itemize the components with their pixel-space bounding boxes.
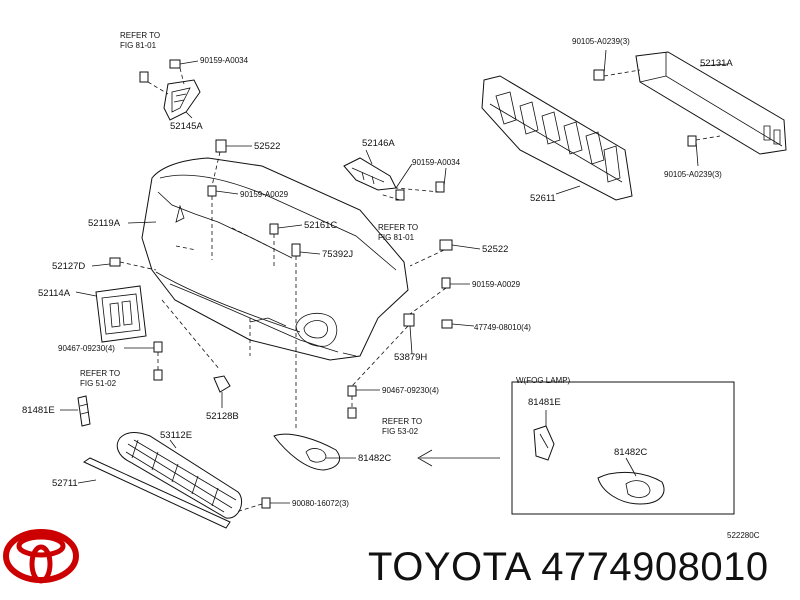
label-refer-fig-81-01-b-line1: REFER TO xyxy=(378,223,418,232)
fog-lamp-81481e xyxy=(77,395,91,427)
label-52522-a: 52522 xyxy=(254,141,280,152)
reinforcement-52131a xyxy=(635,51,787,155)
label-52114a: 52114A xyxy=(38,288,71,299)
label-refer-fig-53-02-line1: REFER TO xyxy=(382,417,422,426)
label-inset-81481e: 81481E xyxy=(528,397,561,408)
leader-lines xyxy=(60,49,729,504)
fog-cover-81482c xyxy=(273,433,340,471)
label-53112e: 53112E xyxy=(160,430,192,441)
fastener-clips xyxy=(109,59,697,509)
label-52145a: 52145A xyxy=(170,121,203,132)
label-52119a: 52119A xyxy=(88,218,121,229)
label-90080-16072: 90080-16072(3) xyxy=(292,499,349,508)
label-52146a: 52146A xyxy=(362,138,395,149)
grille-53112e xyxy=(116,432,242,519)
label-90105-a0239-b: 90105-A0239(3) xyxy=(664,170,722,179)
bumper-cover-52119a xyxy=(141,157,409,361)
toyota-logo xyxy=(3,529,79,584)
energy-absorber-52611 xyxy=(481,75,633,201)
side-bracket-52146a xyxy=(343,157,397,191)
moulding-52711 xyxy=(82,457,231,529)
label-90467-09230-b: 90467-09230(4) xyxy=(382,386,439,395)
label-90159-a0029-b: 90159-A0029 xyxy=(472,280,521,289)
label-75392j: 75392J xyxy=(322,249,353,260)
label-81481e-a: 81481E xyxy=(22,405,55,416)
label-refer-fig-81-01-b-line2: FIG 81-01 xyxy=(378,233,415,242)
license-bracket-52114a xyxy=(95,285,147,343)
brand-part-number-line: TOYOTA 4774908010 xyxy=(368,545,798,595)
label-52711: 52711 xyxy=(52,478,78,489)
label-inset-81482c: 81482C xyxy=(614,447,647,458)
label-52161c: 52161C xyxy=(304,220,337,231)
side-bracket-52145a xyxy=(163,79,201,121)
label-90159-a0029-a: 90159-A0029 xyxy=(240,190,289,199)
label-refer-fig-81-01-a-line2: FIG 81-01 xyxy=(120,41,157,50)
diagram-reference-code: 522280C xyxy=(727,531,760,540)
inset-title: W(FOG LAMP) xyxy=(516,376,571,385)
inset-arrow xyxy=(417,449,500,467)
fog-lamp-inset xyxy=(511,381,735,515)
label-52131a: 52131A xyxy=(700,58,733,69)
label-52128b: 52128B xyxy=(206,411,239,422)
label-90159-a0034-b: 90159-A0034 xyxy=(412,158,461,167)
callout-labels: REFER TO FIG 81-01 90159-A0034 52145A 52… xyxy=(22,31,733,508)
label-refer-fig-81-01-a-line1: REFER TO xyxy=(120,31,160,40)
label-53879h: 53879H xyxy=(394,352,427,363)
label-refer-fig-53-02-line2: FIG 53-02 xyxy=(382,427,419,436)
label-refer-fig-51-02-line2: FIG 51-02 xyxy=(80,379,117,388)
label-90467-09230-a: 90467-09230(4) xyxy=(58,344,115,353)
label-52611: 52611 xyxy=(530,193,556,204)
label-90105-a0239-a: 90105-A0239(3) xyxy=(572,37,630,46)
label-refer-fig-51-02-line1: REFER TO xyxy=(80,369,120,378)
assembly-dashed-lines xyxy=(119,67,721,513)
label-47749-08010: 47749-08010(4) xyxy=(474,323,531,332)
label-90159-a0034-a: 90159-A0034 xyxy=(200,56,249,65)
label-52522-b: 52522 xyxy=(482,244,508,255)
brand-name: TOYOTA xyxy=(368,545,530,589)
label-52127d: 52127D xyxy=(52,261,85,272)
label-81482c-a: 81482C xyxy=(358,453,391,464)
part-number: 4774908010 xyxy=(541,545,769,589)
